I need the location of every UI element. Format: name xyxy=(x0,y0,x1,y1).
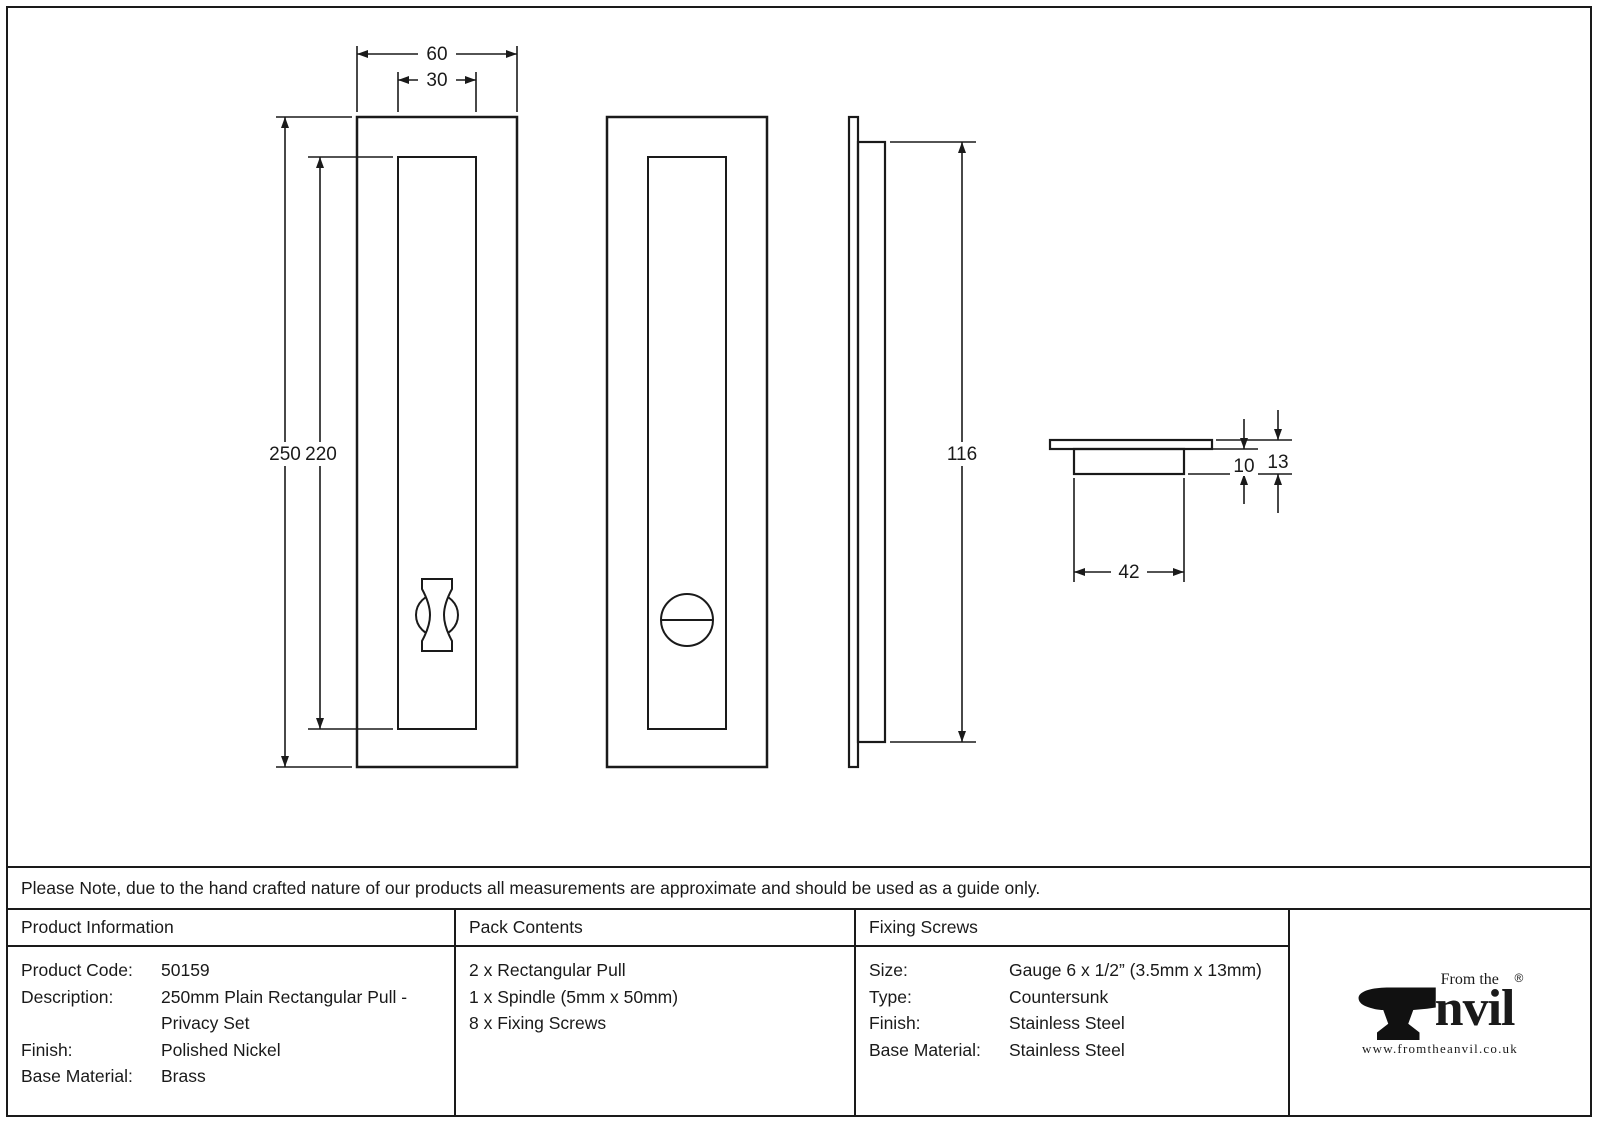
dimension-lines xyxy=(276,46,1292,768)
table-row: Finish: Polished Nickel xyxy=(21,1037,441,1064)
base-material-label: Base Material: xyxy=(21,1066,133,1086)
front-view-thumbturn xyxy=(355,115,519,769)
screw-type-label: Type: xyxy=(869,986,912,1007)
drawing-area: 60 30 250 220 116 10 13 42 xyxy=(8,8,1590,866)
screw-base-material-label: Base Material: xyxy=(869,1039,981,1060)
finish-value: Polished Nickel xyxy=(161,1039,281,1060)
anvil-logo: From the nvil ® xyxy=(1357,969,1524,1045)
description-value: 250mm Plain Rectangular Pull - Privacy S… xyxy=(161,986,408,1034)
pack-contents-body: 2 x Rectangular Pull 1 x Spindle (5mm x … xyxy=(456,947,856,1115)
note-text: Please Note, due to the hand crafted nat… xyxy=(21,877,1041,898)
screw-finish-label: Finish: xyxy=(869,1013,921,1033)
dim-inner-height: 220 xyxy=(305,444,337,465)
dim-body-depth: 10 xyxy=(1233,456,1254,477)
side-body xyxy=(856,140,887,744)
pull-inner-panel xyxy=(397,156,477,730)
pull-outer-plate xyxy=(605,115,769,769)
side-flange xyxy=(847,115,860,769)
table-row: Description: 250mm Plain Rectangular Pul… xyxy=(21,984,441,1037)
product-code-label: Product Code: xyxy=(21,960,133,980)
logo-from-the: From the xyxy=(1440,970,1499,988)
table-row: Base Material: Brass xyxy=(21,1063,441,1090)
table-row: Finish: Stainless Steel xyxy=(869,1010,1275,1037)
dim-side-height: 116 xyxy=(947,444,977,465)
thumbturn-knob xyxy=(421,578,453,652)
logo-anvil-text: nvil xyxy=(1434,979,1516,1037)
anvil-icon xyxy=(1358,987,1436,1040)
info-table: Product Information Pack Contents Fixing… xyxy=(8,908,1590,1115)
base-material-value: Brass xyxy=(161,1066,206,1086)
description-label: Description: xyxy=(21,986,114,1007)
section-body xyxy=(1072,447,1186,476)
technical-drawing: 60 30 250 220 116 10 13 42 xyxy=(264,42,1292,769)
side-view xyxy=(847,115,887,769)
product-code-value: 50159 xyxy=(161,960,210,980)
dim-outer-height: 250 xyxy=(269,444,301,465)
pack-item: 1 x Spindle (5mm x 50mm) xyxy=(469,986,679,1007)
pull-outer-plate xyxy=(355,115,519,769)
section-plate xyxy=(1048,438,1214,451)
screw-base-material-value: Stainless Steel xyxy=(1009,1039,1125,1060)
note-row: Please Note, due to the hand crafted nat… xyxy=(8,866,1590,908)
table-row: Product Code: 50159 xyxy=(21,957,441,984)
screw-size-label: Size: xyxy=(869,960,908,980)
dim-inner-width: 30 xyxy=(426,70,447,91)
screw-finish-value: Stainless Steel xyxy=(1009,1013,1125,1033)
spec-sheet-page: 60 30 250 220 116 10 13 42 Please Note, … xyxy=(6,6,1592,1117)
section-view xyxy=(1048,438,1214,476)
product-information-body: Product Code: 50159 Description: 250mm P… xyxy=(8,947,456,1115)
fixing-screws-body: Size: Gauge 6 x 1/2” (3.5mm x 13mm) Type… xyxy=(856,947,1290,1115)
dim-total-depth: 13 xyxy=(1267,452,1288,473)
dimension-labels: 60 30 250 220 116 10 13 42 xyxy=(264,42,1292,584)
logo-website: www.fromtheanvil.co.uk xyxy=(1362,1040,1518,1056)
screw-type-value: Countersunk xyxy=(1009,986,1109,1007)
table-row: Base Material: Stainless Steel xyxy=(869,1037,1275,1064)
front-view-coin-release xyxy=(605,115,769,769)
table-row: Type: Countersunk xyxy=(869,984,1275,1011)
fixing-screws-header: Fixing Screws xyxy=(856,910,1290,947)
screw-size-value: Gauge 6 x 1/2” (3.5mm x 13mm) xyxy=(1009,960,1262,980)
dim-base-width: 42 xyxy=(1118,562,1139,583)
table-row: Size: Gauge 6 x 1/2” (3.5mm x 13mm) xyxy=(869,957,1275,984)
registered-mark-icon: ® xyxy=(1514,970,1524,985)
pack-contents-header: Pack Contents xyxy=(456,910,856,947)
pack-item: 8 x Fixing Screws xyxy=(469,1013,607,1033)
dim-outer-width: 60 xyxy=(426,44,447,65)
product-information-header: Product Information xyxy=(8,910,456,947)
pull-inner-panel xyxy=(647,156,727,730)
pack-item: 2 x Rectangular Pull xyxy=(469,960,626,980)
logo-cell: From the nvil ® www.fromtheanvil.co.uk xyxy=(1290,910,1590,1115)
finish-label: Finish: xyxy=(21,1039,73,1060)
